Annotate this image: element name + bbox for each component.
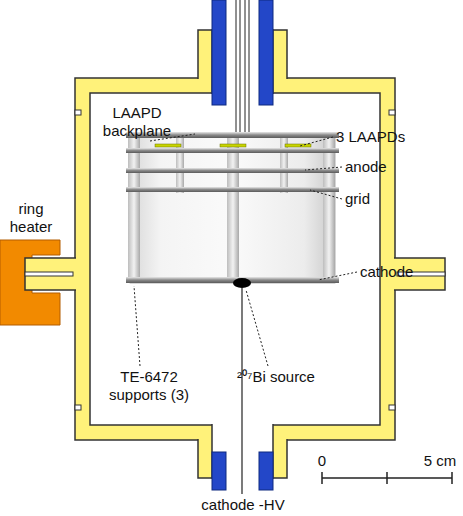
scale-number: 5 cm	[418, 452, 462, 470]
leader-lines	[134, 134, 357, 366]
signal-wires	[236, 0, 249, 132]
part-label: ²⁰⁷Bi source	[236, 368, 316, 386]
heater-label: ring heater	[4, 200, 58, 236]
part-label: cathode	[360, 263, 455, 281]
part-label: LAAPD backplane	[92, 104, 182, 140]
part-label: grid	[345, 190, 445, 208]
part-label: TE-6472 supports (3)	[94, 368, 204, 404]
source-disk	[233, 278, 251, 288]
part-label: anode	[345, 158, 445, 176]
lead-label: cathode -HV	[188, 496, 298, 514]
scale-bar	[322, 472, 452, 484]
detector-stack	[126, 132, 339, 288]
part-label: 3 LAAPDs	[336, 128, 456, 146]
scale-number: 0	[300, 452, 344, 470]
